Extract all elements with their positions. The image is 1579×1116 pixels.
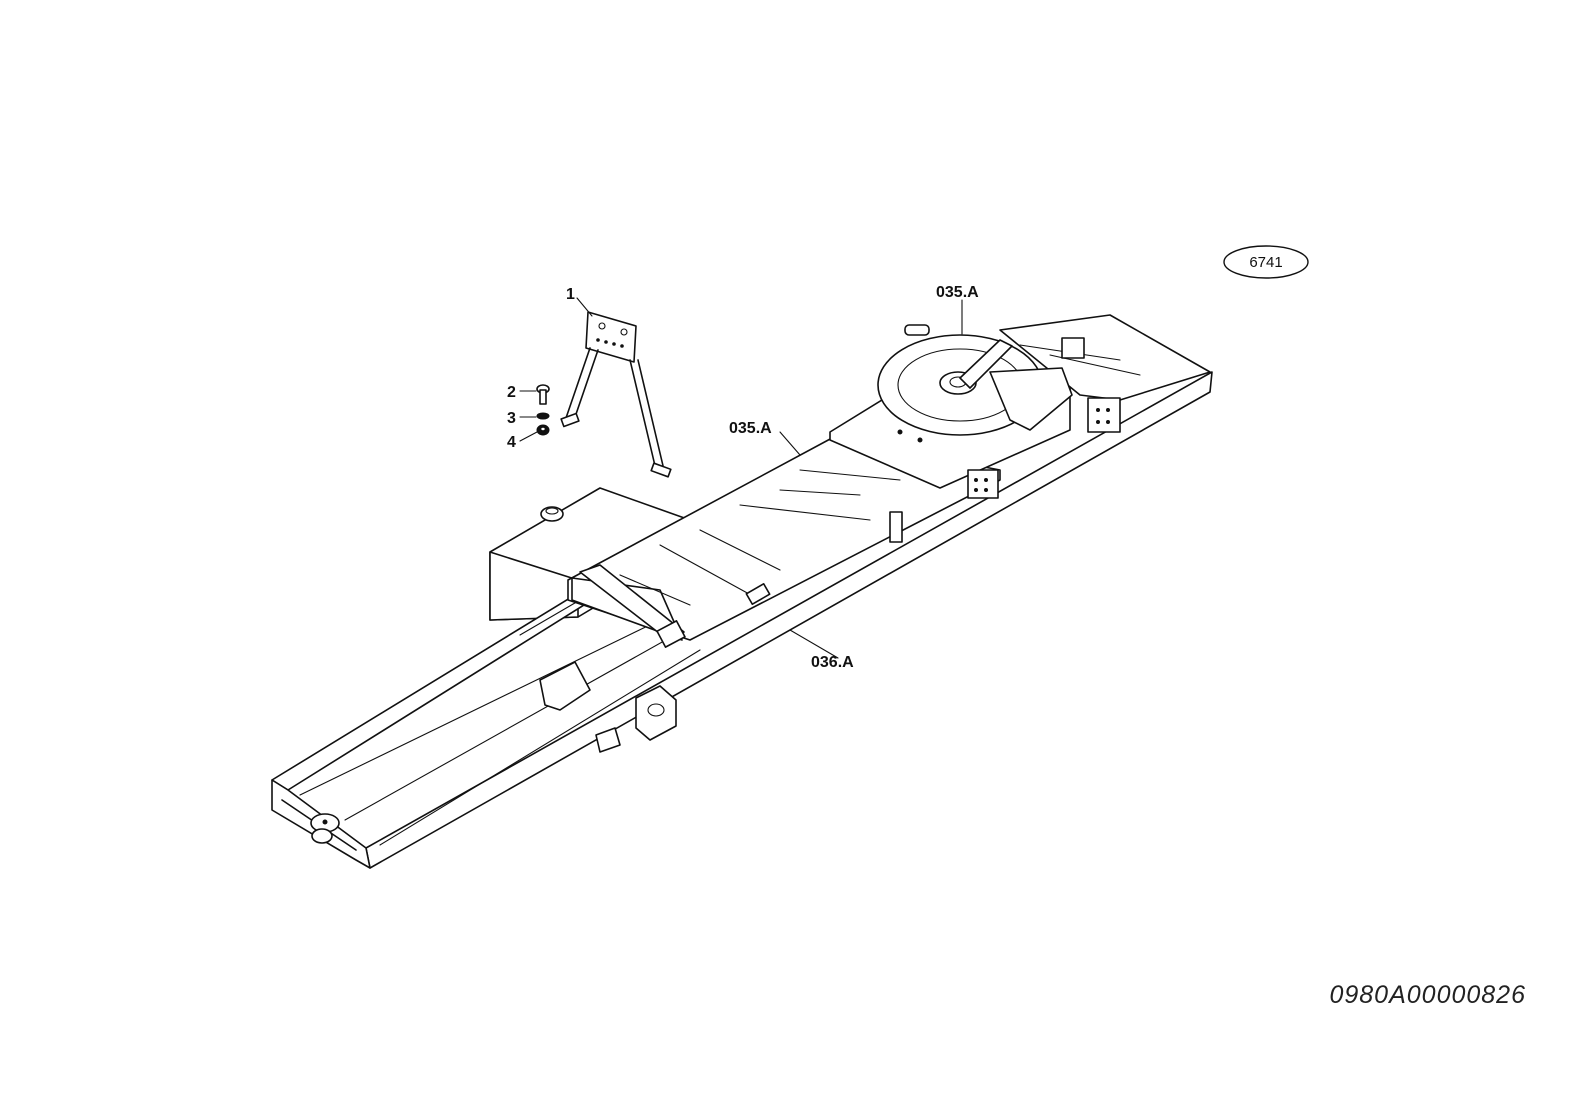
page-badge: 6741 <box>1223 245 1309 279</box>
callout-part-2: 2 <box>507 384 516 401</box>
support-stand <box>560 311 672 478</box>
callout-part-4: 4 <box>507 434 516 451</box>
callout-part-1: 1 <box>566 286 575 303</box>
chassis-frame <box>271 314 1213 869</box>
leader-lines <box>519 297 963 659</box>
callout-ref-035a-mid: 035.A <box>729 420 772 437</box>
callout-labels: 1 2 3 4 035.A 035.A 036.A <box>507 284 979 671</box>
mount-bracket-rear <box>1061 337 1085 359</box>
document-id: 0980A00000826 <box>1329 981 1526 1009</box>
callout-ref-036a: 036.A <box>811 654 854 671</box>
fastener-set <box>536 384 550 436</box>
mount-bracket-right <box>1087 397 1121 433</box>
washer-part <box>536 412 550 420</box>
page-badge-number: 6741 <box>1249 254 1282 271</box>
nut-part <box>536 424 550 436</box>
tow-hook <box>310 813 340 844</box>
bolt-part <box>536 384 550 405</box>
spring-hanger <box>539 661 677 753</box>
fifth-wheel-coupling <box>877 324 1073 436</box>
callout-part-3: 3 <box>507 410 516 427</box>
mount-bracket-left <box>967 469 999 499</box>
callout-ref-035a-top: 035.A <box>936 284 979 301</box>
